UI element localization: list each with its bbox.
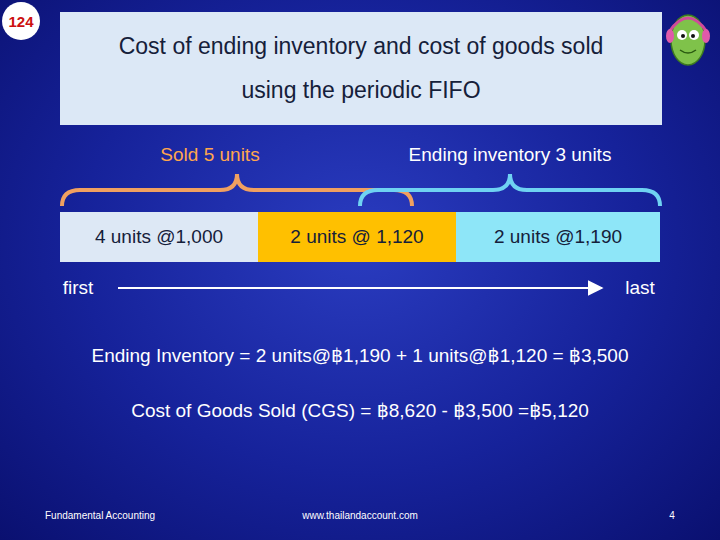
axis-label: last	[625, 277, 655, 299]
node-text: 124	[8, 13, 33, 30]
node-text: 2 units @ 1,120	[290, 226, 423, 248]
inventory-layer: 2 units @ 1,120	[258, 212, 456, 262]
inventory-layer: 2 units @1,190	[456, 212, 660, 262]
title-box: Cost of ending inventory and cost of goo…	[60, 12, 662, 125]
footer-text: www.thailandaccount.com	[302, 510, 418, 521]
bracket-label: Sold 5 units	[160, 144, 259, 166]
slide-number: 124	[2, 2, 40, 40]
node-text: 2 units @1,190	[494, 226, 622, 248]
equation: Cost of Goods Sold (CGS) = ฿8,620 - ฿3,5…	[131, 399, 589, 422]
mascot	[666, 15, 710, 65]
time-arrow	[118, 287, 602, 289]
axis-label: first	[63, 277, 94, 299]
inventory-layer: 4 units @1,000	[60, 212, 258, 262]
equation: Ending Inventory = 2 units@฿1,190 + 1 un…	[92, 344, 629, 367]
node-text: 4 units @1,000	[95, 226, 223, 248]
bracket-label: Ending inventory 3 units	[409, 144, 612, 166]
page-number: 4	[669, 510, 675, 521]
footer-text: Fundamental Accounting	[45, 510, 155, 521]
ending-brace	[360, 174, 660, 206]
slide-title: Cost of ending inventory and cost of goo…	[100, 25, 622, 112]
